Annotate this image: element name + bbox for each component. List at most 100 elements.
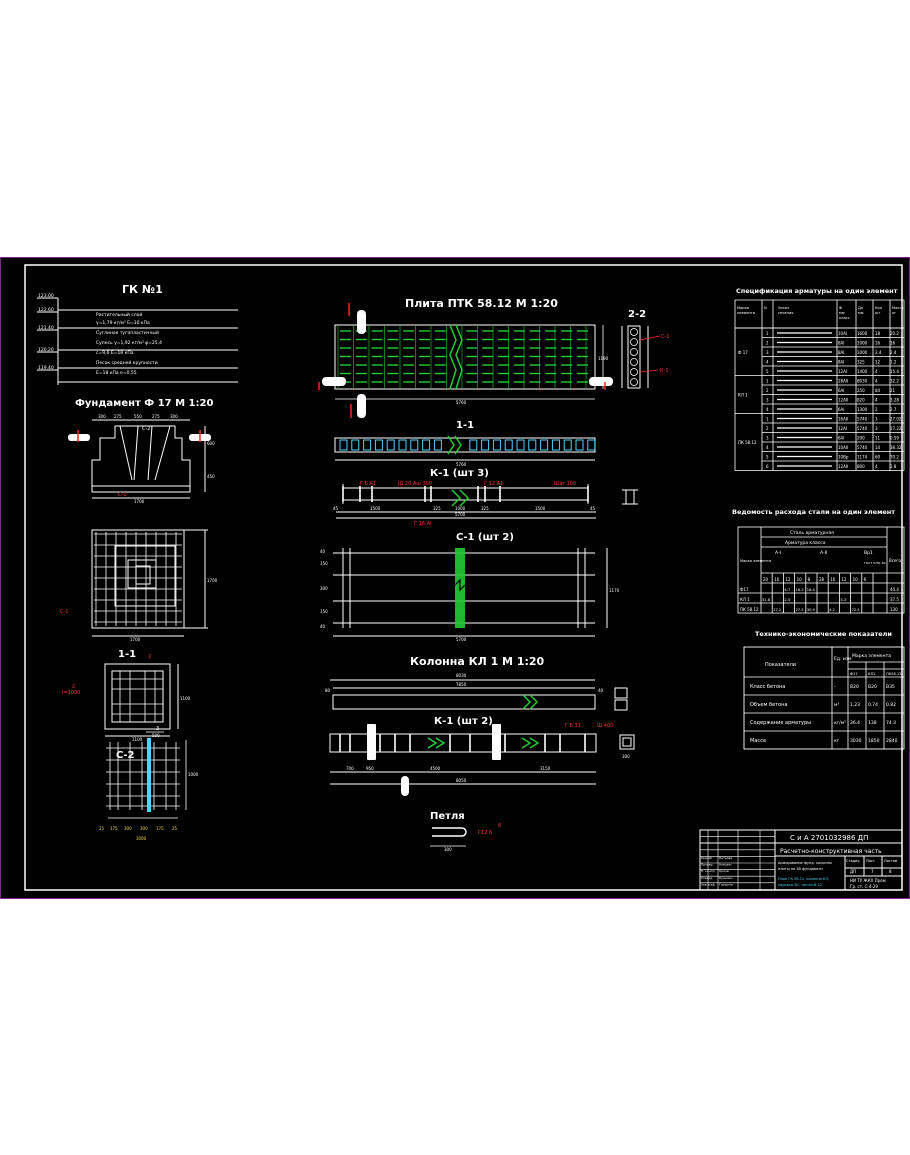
steel-cell: 16.2 — [796, 588, 804, 592]
spec-cell-num: 3 — [766, 350, 769, 355]
loop-rebar: Г12 Б — [478, 830, 493, 836]
slab-plan — [334, 324, 604, 400]
s11-width: 1100 — [132, 737, 143, 742]
spec-header: мм — [839, 311, 845, 315]
steel-diam: 6 — [864, 577, 867, 582]
section-1-1-mid — [334, 437, 596, 461]
steel-cell: 3.3 — [840, 598, 846, 602]
c1-l2: 150 — [320, 561, 328, 566]
spec-cell-qty: 3 — [875, 426, 878, 431]
spec-header: Эскиз — [778, 306, 789, 310]
c1-l4: 150 — [320, 609, 328, 614]
k12-dim-3: 4500 — [430, 766, 441, 771]
soil-layer3b: с=9,6 Е=18 кПа — [96, 350, 134, 356]
spec-cell-num: 4 — [766, 360, 769, 365]
spec-cell-qty: 4 — [875, 464, 878, 469]
spec-header: Ф — [839, 306, 842, 310]
spec-header: класс — [839, 316, 850, 320]
stamp-desc-b: плиты на 3В фундамент — [778, 867, 823, 871]
tech-cell: 36.4 — [850, 720, 860, 726]
steel-diam: 16 — [830, 577, 836, 582]
k13-dim-4: 325 — [481, 506, 489, 511]
spec-cell-class: 10АI — [838, 331, 847, 336]
soil-level-4: 120.20 — [38, 347, 54, 353]
spec-cell-class: 10АII — [838, 445, 848, 450]
spec-cell-num: 3 — [766, 436, 769, 441]
spec-cell-num: 4 — [766, 407, 769, 412]
title-block — [699, 829, 903, 891]
spec-cell-num: 6 — [766, 464, 769, 469]
tech-cell: 3030 — [850, 738, 862, 744]
strip-void — [433, 439, 442, 451]
spec-cell-qty: 11 — [875, 436, 881, 441]
foundation-plan-mesh — [94, 532, 182, 626]
soil-layer2a: γ=1,79 кг/м³ Е=10 кПа — [96, 320, 150, 326]
stamp-role: Зав. каф. — [701, 882, 716, 886]
foundation-elevation — [91, 419, 206, 499]
col-end-l: 80 — [325, 688, 331, 693]
steel-diam: 10 — [853, 577, 859, 582]
strip-void — [492, 439, 501, 451]
c2-label-3: 3 — [156, 726, 159, 732]
s22-leader-2 — [639, 369, 659, 373]
soil-layer1: Растительный слой — [96, 311, 142, 318]
k1-3-posts — [342, 486, 589, 502]
soil-level-3: 121.40 — [38, 325, 54, 331]
k12-dim-2: 950 — [366, 766, 374, 771]
c1-length: 5700 — [456, 637, 467, 642]
spec-cell-mass: 70.2 — [890, 455, 899, 460]
foundation-cut-markers — [68, 430, 211, 442]
tech-mark: КЛ1 — [868, 672, 876, 676]
gk-title: ГК №1 — [122, 283, 163, 296]
k13-section — [622, 489, 638, 505]
strip-void — [540, 439, 549, 451]
strip-void — [504, 439, 513, 451]
loop-num: 6 — [498, 823, 501, 829]
spec-header: шт — [875, 311, 880, 315]
stamp-name: Алешин — [719, 863, 732, 867]
k13-dim-1: 1500 — [370, 506, 381, 511]
spec-cell-len: 250 — [857, 388, 865, 393]
stamp-desc-c: План ГК 58.12, колонна КЛ, — [778, 877, 829, 881]
k1-2-frame — [329, 733, 597, 785]
stamp-desc-a: Армирование фунд. колонны — [778, 861, 832, 865]
tech-title: Технико-экономические показатели — [755, 630, 892, 638]
steel-row-total: 44.4 — [890, 587, 899, 592]
f-dim-side: 450 — [207, 474, 215, 479]
spec-cell-class: 6АI — [838, 407, 844, 412]
stamp-desc-d: каркасы ВС, петля Ф 12 — [778, 883, 822, 887]
spec-header: Марка — [737, 306, 749, 310]
strip-void — [363, 439, 372, 451]
slab-loops — [318, 303, 613, 418]
tech-row-name: Масса — [750, 738, 766, 744]
spec-header: Кол — [875, 306, 882, 310]
section-1-1-mid-voids — [339, 439, 596, 451]
spec-cell-qty: 16 — [875, 341, 881, 346]
k13-dim-2: 325 — [433, 506, 441, 511]
steel-class: А-I — [775, 550, 781, 556]
slab-length: 5760 — [456, 400, 467, 405]
f-dim-height: 600 — [207, 441, 215, 446]
spec-cell-mass: 3.28 — [890, 398, 899, 403]
col-top-dim: 8030 — [456, 673, 467, 678]
steel-row-name: Ф17 — [740, 587, 749, 592]
section-1-1-mid-title: 1-1 — [456, 420, 474, 431]
spec-cell-num: 3 — [766, 398, 769, 403]
steel-diam: 12 — [841, 577, 847, 582]
spec-cell-mass: 32.2 — [890, 379, 899, 384]
s22-void — [630, 338, 638, 346]
k1-3-title: К-1 (шт 3) — [430, 468, 489, 479]
f-dim-5: 300 — [170, 414, 178, 419]
k1-2-breaks — [427, 737, 540, 749]
soil-layer4b: Е=18 кПа е=0,55 — [96, 370, 137, 376]
f-label-c1: С-1 — [118, 492, 126, 498]
c2-b5: 175 — [156, 826, 164, 831]
steel-sub: ГОСТ 5781-82 — [864, 561, 886, 565]
strip-length: 5760 — [456, 462, 467, 467]
spec-cell-qty: 14 — [875, 445, 881, 450]
soil-level-1: 123.00 — [38, 293, 54, 299]
c2-highlight-bar — [147, 738, 151, 812]
spec-header: N — [764, 306, 767, 310]
c2-b4: 300 — [140, 826, 148, 831]
column-elevation — [330, 679, 596, 710]
